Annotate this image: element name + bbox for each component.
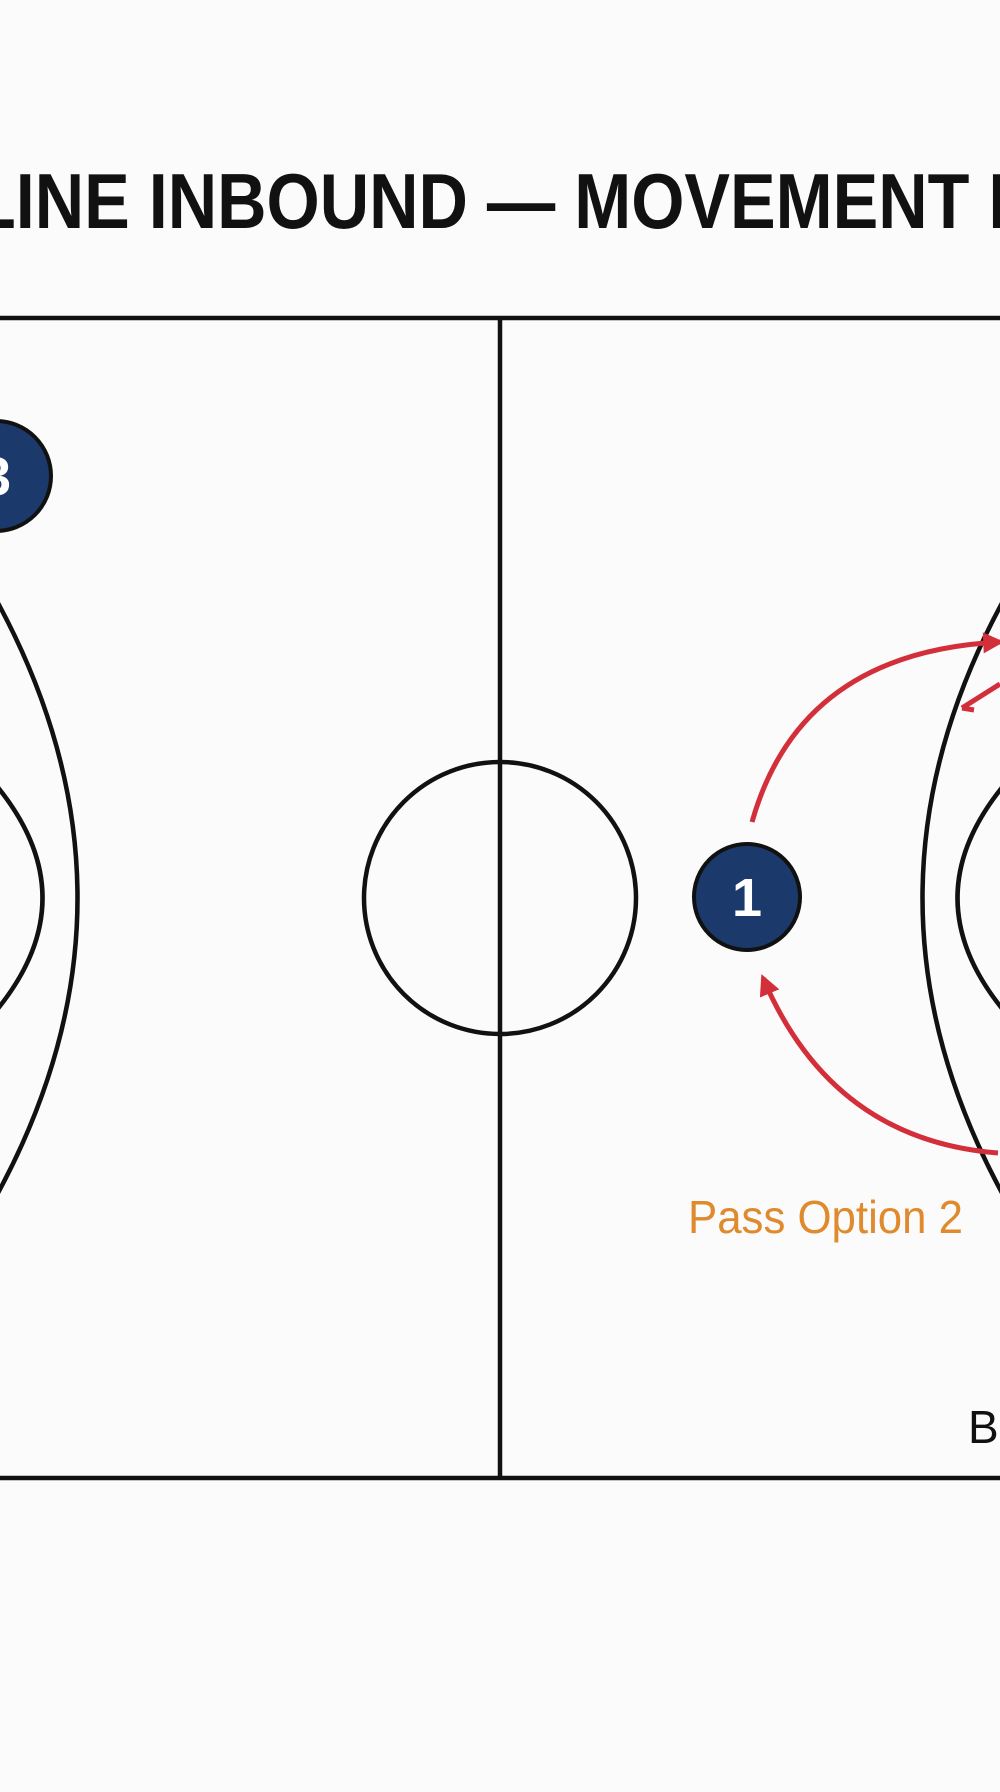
three-point-arc-left xyxy=(0,602,80,1194)
three-point-arc-right xyxy=(920,602,1000,1194)
baseline-label: Ba xyxy=(968,1401,1000,1453)
player-1[interactable]: 1 xyxy=(692,842,802,952)
diagram-title: LINE INBOUND — MOVEMENT P xyxy=(0,157,1000,245)
key-circle-left xyxy=(0,786,45,1010)
movement-arrows xyxy=(749,632,1000,1156)
cut-arrow-bottom xyxy=(759,974,999,1156)
player-1-marker xyxy=(692,842,802,952)
player-1-label: 1 xyxy=(732,868,762,928)
center-circle xyxy=(361,759,639,1037)
pass-option-2-label: Pass Option 2 xyxy=(688,1191,963,1243)
pass-arrow-fragment xyxy=(960,681,1000,713)
player-3[interactable]: 3 xyxy=(0,419,53,533)
key-circle-right xyxy=(955,786,1000,1010)
cut-arrow-top xyxy=(749,632,1000,823)
player-3-label: 3 xyxy=(0,447,11,507)
court xyxy=(0,315,1000,1481)
player-3-marker xyxy=(0,419,53,533)
